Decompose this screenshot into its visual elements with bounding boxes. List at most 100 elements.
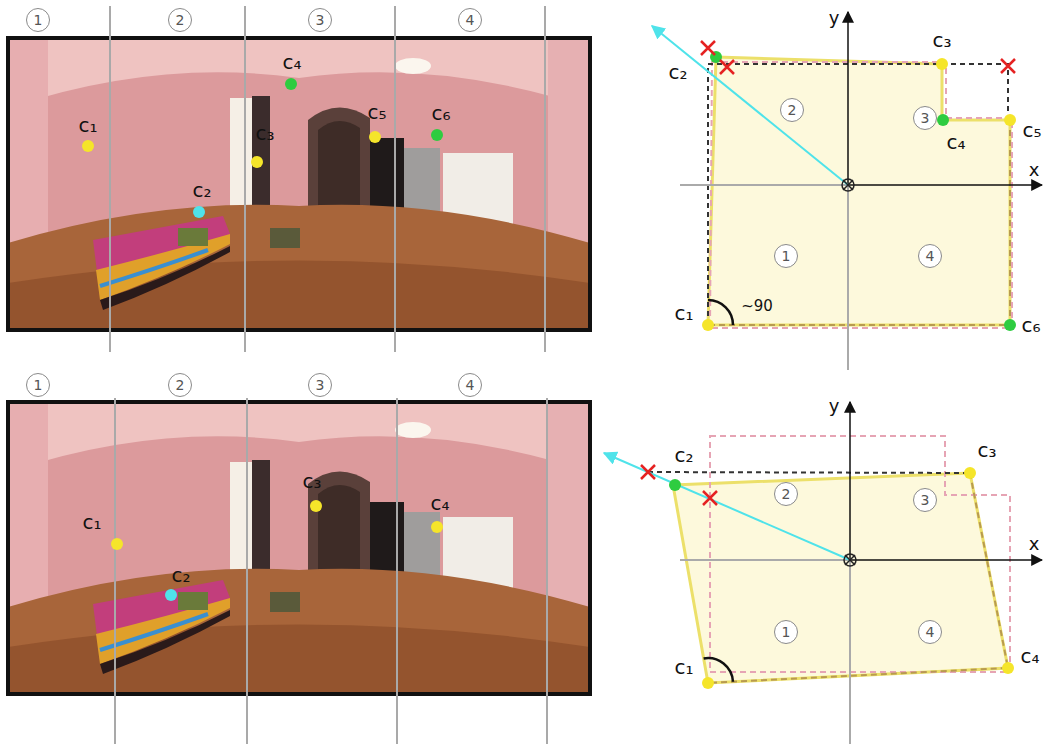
floor-plan-part — [845, 555, 855, 565]
floor-plan-part — [1004, 114, 1016, 126]
floor-plan-part — [937, 114, 949, 126]
corner-point-part — [111, 538, 123, 550]
circled-number: 4 — [918, 620, 942, 644]
floor-plan-part — [669, 479, 681, 491]
region-number: 1 — [782, 625, 791, 639]
point-label: c₂ — [674, 445, 693, 465]
floor-plan-part — [849, 560, 851, 744]
angle-label: ~90 — [741, 299, 773, 314]
region-number: 2 — [788, 103, 797, 117]
floor-plan-part — [710, 62, 1012, 328]
point-label: c₆ — [431, 103, 450, 123]
floor-plan-part — [843, 180, 853, 190]
corner-point-part — [431, 521, 443, 533]
region-number: 3 — [316, 378, 325, 392]
column-separator-part — [544, 6, 546, 352]
floor-plan-part — [847, 185, 849, 370]
axis-label: y — [829, 397, 840, 415]
floor-plan-part — [648, 472, 970, 473]
point-label: c₆ — [1021, 315, 1040, 335]
circled-number: 3 — [308, 8, 332, 32]
point-label: c₂ — [668, 62, 687, 82]
floor-plan-part — [842, 179, 854, 191]
circled-number: 2 — [168, 373, 192, 397]
circled-number: 3 — [913, 106, 937, 130]
axis-label: y — [829, 9, 840, 27]
floor-plan-part — [847, 12, 849, 185]
floor-plan-part — [680, 559, 850, 561]
floor-plan — [604, 402, 1042, 744]
point-label: c₂ — [171, 565, 190, 585]
floor-plan-part — [844, 554, 856, 566]
panorama-photo-part — [8, 402, 590, 694]
column-separator-part — [114, 398, 116, 744]
corner-point-part — [251, 156, 263, 168]
panorama-photo-part — [8, 402, 590, 694]
point-label: c₃ — [932, 30, 951, 50]
circled-number: 1 — [26, 373, 50, 397]
column-separator-part — [246, 398, 248, 744]
point-label: c₄ — [430, 493, 449, 513]
region-number: 1 — [34, 13, 43, 27]
region-number: 4 — [466, 13, 475, 27]
floor-plan-part — [680, 184, 848, 186]
region-number: 2 — [176, 378, 185, 392]
column-separator-part — [109, 6, 111, 352]
floor-plan-part — [604, 453, 850, 560]
point-label: c₄ — [946, 132, 965, 152]
floor-plan-part — [701, 41, 1015, 74]
point-label: c₁ — [78, 115, 97, 135]
point-label: c₅ — [1022, 120, 1041, 140]
corner-point-part — [369, 131, 381, 143]
floor-plan-part — [850, 559, 1042, 561]
circled-number: 4 — [918, 244, 942, 268]
corner-point-part — [82, 140, 94, 152]
point-label: c₃ — [977, 440, 996, 460]
floor-plan-part — [708, 120, 1010, 325]
region-number: 2 — [782, 487, 791, 501]
point-label: c₂ — [192, 180, 211, 200]
point-label: c₁ — [674, 657, 693, 677]
floor-plan-part — [708, 64, 1008, 325]
floor-plan-part — [702, 677, 714, 689]
circled-number: 2 — [774, 482, 798, 506]
point-label: c₃ — [255, 123, 274, 143]
panorama-photo-part — [8, 38, 590, 330]
point-label: c₁ — [82, 512, 101, 532]
region-number: 4 — [466, 378, 475, 392]
region-number: 3 — [921, 493, 930, 507]
axis-label: x — [1029, 161, 1040, 179]
circled-number: 1 — [26, 8, 50, 32]
floor-plan-part — [964, 467, 976, 479]
floor-plan-part — [652, 26, 848, 185]
circled-number: 1 — [774, 244, 798, 268]
axis-label: x — [1029, 535, 1040, 553]
corner-point-part — [285, 78, 297, 90]
region-number: 1 — [34, 378, 43, 392]
corner-point-part — [193, 206, 205, 218]
point-label: c₃ — [302, 471, 321, 491]
corner-point-part — [165, 589, 177, 601]
circled-number: 2 — [168, 8, 192, 32]
region-number: 1 — [782, 249, 791, 263]
region-number: 2 — [176, 13, 185, 27]
floor-plan-part — [936, 58, 948, 70]
floor-plan-part — [848, 184, 1042, 186]
column-separator-part — [546, 398, 548, 744]
panorama-photo-part — [8, 38, 590, 330]
floor-plan — [652, 12, 1042, 370]
floor-plan-part — [1004, 319, 1016, 331]
floor-plan-part — [641, 465, 717, 505]
corner-point-part — [310, 500, 322, 512]
floor-plan-part — [708, 57, 1010, 325]
circled-number: 3 — [913, 488, 937, 512]
floor-plan-part — [708, 473, 1008, 683]
circled-number: 4 — [458, 373, 482, 397]
panorama-photo — [8, 38, 590, 330]
floor-plan-part — [849, 402, 851, 560]
column-separator-part — [394, 6, 396, 352]
column-separator-part — [396, 398, 398, 744]
